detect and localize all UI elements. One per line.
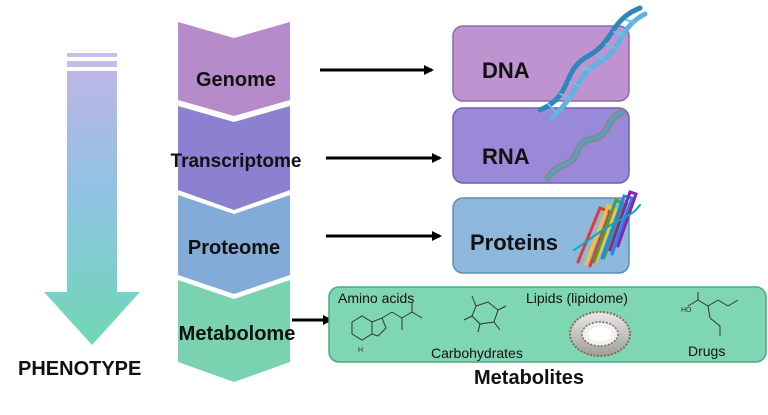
proteins-box — [452, 197, 630, 274]
phenotype-arrow — [44, 53, 140, 345]
metabolite-amino-acids: Amino acids — [338, 290, 414, 306]
metabolite-lipids: Lipids (lipidome) — [526, 290, 628, 306]
chevron-transcriptome — [178, 106, 290, 210]
level-label-genome: Genome — [196, 69, 276, 91]
rna-strand-icon — [544, 108, 626, 182]
proteins-label: Proteins — [470, 230, 558, 255]
valproic-acid-structure-icon — [687, 292, 739, 336]
glucose-structure-icon — [463, 295, 507, 333]
phenotype-label: PHENOTYPE — [18, 358, 141, 380]
valproic-atom-labels: HO — [681, 307, 692, 314]
tryptophan-structure-icon — [351, 302, 423, 341]
rna-label: RNA — [482, 144, 530, 169]
metabolites-title: Metabolites — [474, 367, 584, 389]
level-label-metabolome: Metabolome — [179, 323, 296, 345]
metabolite-carbohydrates: Carbohydrates — [431, 345, 523, 361]
dna-box — [452, 25, 630, 102]
dna-label: DNA — [482, 58, 530, 83]
metabolite-drugs: Drugs — [688, 343, 725, 359]
protein-structure-icon — [573, 190, 641, 268]
chevron-metabolome — [178, 280, 290, 382]
dna-helix-icon — [537, 5, 648, 121]
liposome-icon — [569, 311, 631, 357]
chevron-proteome — [178, 195, 290, 294]
metabolites-box — [328, 286, 767, 363]
rna-box — [452, 107, 630, 184]
omics-chevron-column — [178, 22, 290, 382]
chevron-genome — [178, 22, 290, 116]
level-label-proteome: Proteome — [188, 237, 280, 259]
level-label-transcriptome: Transcriptome — [171, 151, 302, 172]
tryptophan-atom-labels: H — [358, 347, 363, 354]
